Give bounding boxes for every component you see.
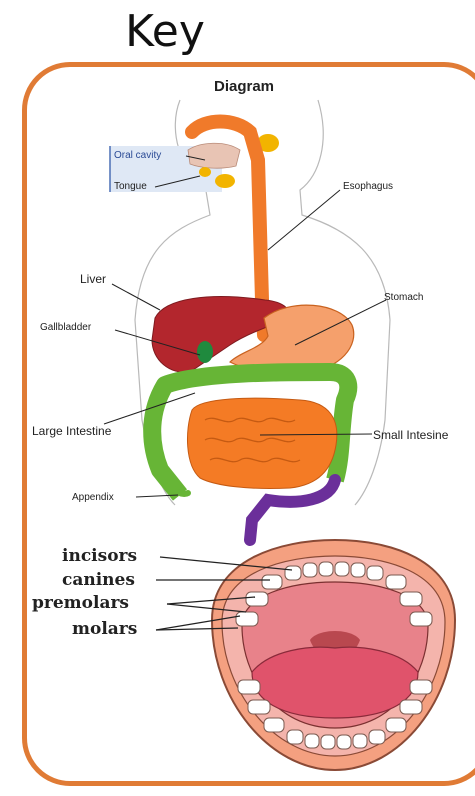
salivary-gland-mid bbox=[199, 167, 211, 177]
label-stomach: Stomach bbox=[384, 292, 423, 303]
diagram-title: Diagram bbox=[214, 78, 274, 95]
label-incisors: incisors bbox=[62, 546, 137, 566]
label-tongue: Tongue bbox=[114, 181, 147, 192]
salivary-gland-lower bbox=[215, 174, 235, 188]
tongue bbox=[252, 647, 418, 718]
label-large-intestine: Large Intestine bbox=[32, 424, 111, 438]
label-esophagus: Esophagus bbox=[343, 181, 393, 192]
label-gallbladder: Gallbladder bbox=[40, 322, 91, 333]
label-oral-cavity: Oral cavity bbox=[114, 150, 161, 161]
label-liver: Liver bbox=[80, 272, 106, 286]
rectum bbox=[250, 480, 335, 540]
gallbladder bbox=[197, 341, 213, 363]
open-mouth bbox=[212, 540, 455, 770]
label-premolars: premolars bbox=[32, 593, 129, 613]
label-appendix: Appendix bbox=[72, 492, 114, 503]
label-molars: molars bbox=[72, 619, 137, 639]
label-canines: canines bbox=[62, 570, 135, 590]
mouth-region bbox=[188, 143, 240, 168]
small-intestine bbox=[187, 398, 336, 488]
label-small-intestine: Small Intesine bbox=[373, 428, 448, 442]
